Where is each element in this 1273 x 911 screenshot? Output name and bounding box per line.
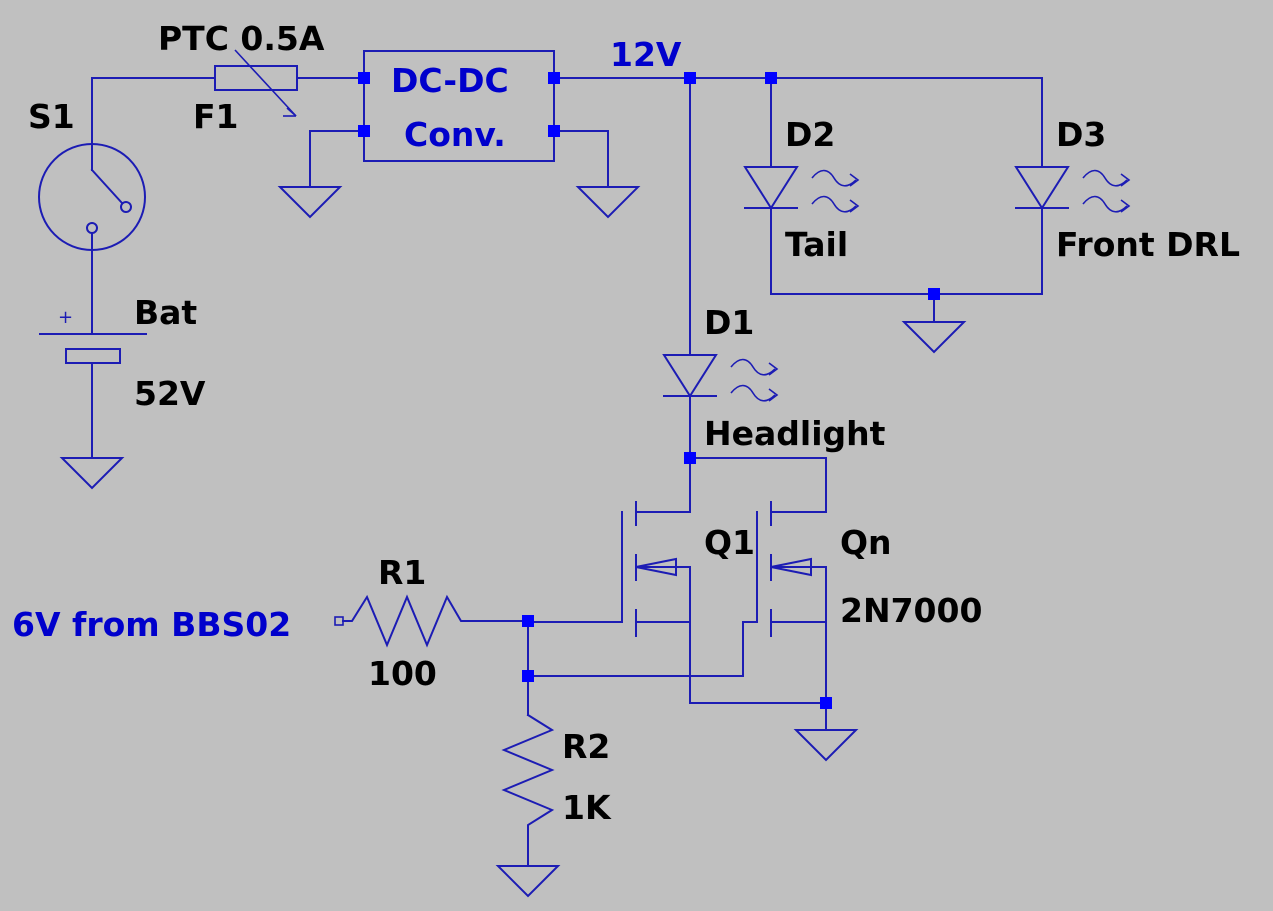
ptc-fuse-f1	[214, 49, 365, 117]
mosfet-q1	[527, 457, 827, 704]
d1-value-label: Headlight	[704, 414, 886, 453]
ground-symbol	[575, 186, 641, 219]
r2-ref-label: R2	[562, 727, 610, 766]
net-label-12v: 12V	[610, 35, 682, 74]
junction-dot	[358, 72, 370, 84]
junction-dots	[358, 72, 940, 709]
led-d3	[1014, 77, 1131, 295]
resistor-r2	[495, 620, 561, 898]
f1-ref-label: F1	[193, 97, 239, 136]
junction-dot	[684, 452, 696, 464]
junction-dot	[522, 670, 534, 682]
junction-dot	[548, 72, 560, 84]
ground-symbol	[901, 321, 967, 354]
battery-bat	[39, 333, 147, 490]
dc-dc-converter	[309, 50, 609, 188]
d1-ref-label: D1	[704, 303, 754, 342]
junction-dot	[522, 615, 534, 627]
junction-dot	[684, 72, 696, 84]
ground-symbol	[277, 186, 343, 219]
junction-dot	[548, 125, 560, 137]
f1-value-label: PTC 0.5A	[158, 19, 325, 58]
q1-ref-label: Q1	[704, 523, 755, 562]
led-d1	[662, 77, 779, 459]
battery-plus-mark: +	[58, 307, 73, 328]
junction-dot	[358, 125, 370, 137]
net-label-6v-input: 6V from BBS02	[12, 605, 291, 644]
qn-ref-label: Qn	[840, 523, 892, 562]
junction-dot	[765, 72, 777, 84]
junction-dot	[820, 697, 832, 709]
junction-dot	[928, 288, 940, 300]
s1-ref-label: S1	[28, 97, 75, 136]
mosfet-qn	[527, 457, 859, 762]
d3-value-label: Front DRL	[1056, 225, 1240, 264]
d2-ref-label: D2	[785, 115, 835, 154]
bat-ref-label: Bat	[134, 293, 197, 332]
dcdc-title-line1: DC-DC	[391, 61, 509, 100]
r1-ref-label: R1	[378, 553, 426, 592]
switch-s1	[38, 77, 146, 335]
dcdc-title-line2: Conv.	[404, 115, 506, 154]
bat-value-label: 52V	[134, 374, 206, 413]
led-d2	[743, 77, 860, 295]
d2-value-label: Tail	[785, 225, 848, 264]
r2-value-label: 1K	[562, 788, 612, 827]
r1-value-label: 100	[368, 654, 437, 693]
resistor-r1	[334, 594, 529, 648]
qn-value-label: 2N7000	[840, 591, 982, 630]
d3-ref-label: D3	[1056, 115, 1106, 154]
